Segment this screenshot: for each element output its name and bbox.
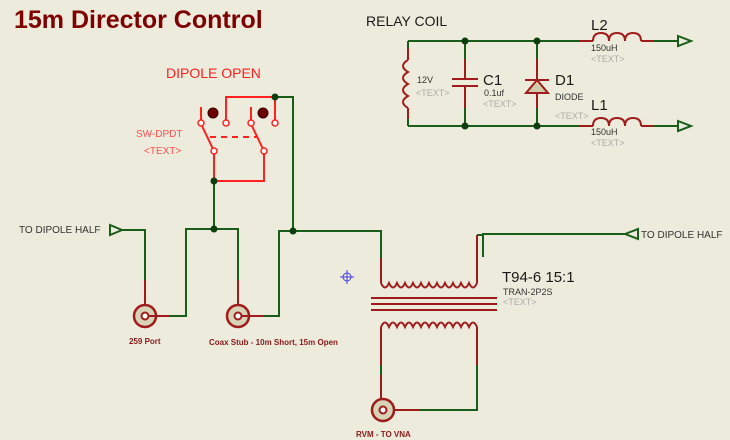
primary-winding-icon [380,280,478,289]
switch-indicator-icon [257,107,269,119]
junction-dot [210,225,218,233]
relay-coil-text: <TEXT> [416,88,450,98]
transformer-text: <TEXT> [503,297,537,307]
rvm-port-label: RVM - TO VNA [356,430,411,439]
switch-contact [197,119,205,127]
right-terminal-icon [622,227,639,241]
transformer-core-icon [371,297,497,311]
switch-wire [225,96,275,122]
junction-dot [533,122,541,130]
transformer-t1[interactable] [371,235,497,375]
wire-segment [263,230,382,317]
switch-right-wire [275,96,294,230]
relay-coil-icon [402,59,410,109]
relay-coil-network: 12V <TEXT> C1 0.1uf <TEXT> D1 DIODE <TEX… [402,17,694,148]
coax-port-center [233,311,243,321]
transformer-ref: T94-6 15:1 [502,269,575,286]
wire-segment [477,233,625,236]
l2-value: 150uH [591,43,618,53]
l1-value: 150uH [591,127,618,137]
switch-common [260,147,268,155]
junction-dot [271,93,279,101]
port-coax-stub[interactable] [225,303,251,329]
port-259-label: 259 Port [129,337,161,346]
coax-port-center [140,311,150,321]
junction-dot [210,177,218,185]
origin-marker-icon [340,270,354,284]
d1-value: DIODE [555,92,584,102]
port-rvm[interactable] [370,397,396,423]
left-terminal-icon [109,223,125,237]
l1-ref: L1 [591,97,608,114]
switch-contact [222,119,230,127]
wire-segment [420,365,478,411]
coax-stub-label: Coax Stub - 10m Short, 15m Open [209,338,338,347]
output-terminal-l1-icon [677,119,694,133]
d1-text: <TEXT> [555,111,589,121]
coax-port-center [378,405,388,415]
schematic-title: 15m Director Control [14,6,263,34]
switch-contact [247,119,255,127]
junction-dot [461,37,469,45]
switch-text: <TEXT> [144,146,181,157]
l2-text: <TEXT> [591,54,625,64]
left-terminal-label: TO DIPOLE HALF [19,225,101,236]
switch-contact [271,119,279,127]
output-terminal-l2-icon [677,34,694,48]
junction-dot [533,37,541,45]
junction-dot [461,122,469,130]
inductor-l2-icon [592,31,642,42]
c1-value: 0.1uf [484,88,505,98]
switch-indicator-icon [207,107,219,119]
l2-ref: L2 [591,17,608,34]
switch-wire [214,154,265,182]
transformer-value: TRAN-2P2S [503,287,553,297]
c1-ref: C1 [483,72,502,89]
relay-coil-value: 12V [417,75,433,85]
switch-common [210,147,218,155]
capacitor-c1-icon [452,78,478,87]
junction-dot [289,227,297,235]
l1-text: <TEXT> [591,138,625,148]
switch-state-label: DIPOLE OPEN [166,65,261,81]
wire-segment [170,228,239,317]
switch-blade [201,125,214,150]
switch-ref: SW-DPDT [136,129,182,140]
secondary-winding-icon [380,321,478,330]
dpdt-switch[interactable] [197,96,279,182]
c1-text: <TEXT> [483,99,517,109]
relay-coil-label: RELAY COIL [366,13,447,29]
inductor-l1-icon [592,116,642,127]
diode-d1-icon [523,78,551,94]
d1-ref: D1 [555,72,574,89]
wire-segment [122,229,146,280]
right-terminal-label: TO DIPOLE HALF [641,230,723,241]
